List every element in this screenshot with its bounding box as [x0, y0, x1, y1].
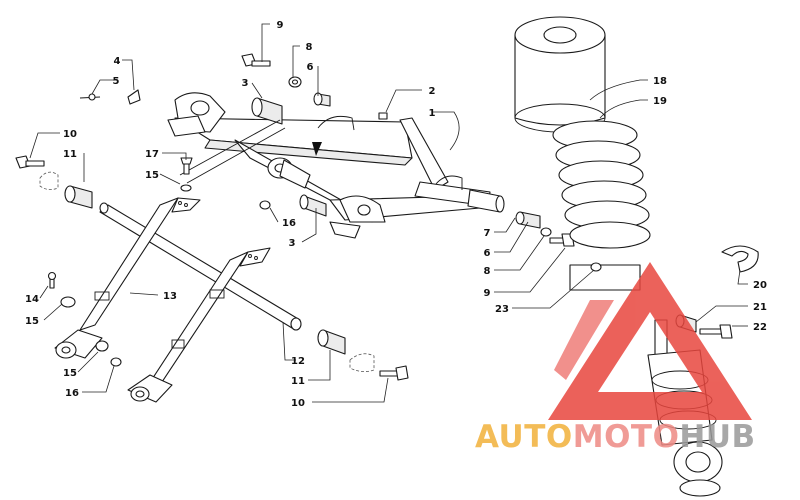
watermark-hub: HUB: [679, 419, 755, 455]
callout-3-lower: 3: [289, 238, 296, 249]
watermark-auto: AUTO: [475, 419, 573, 455]
callout-11-left: 11: [63, 149, 77, 160]
callout-16-lower: 16: [65, 388, 79, 399]
callout-labels: 9 8 6 4 5 3 2 1 10 11 17 15 16 3 7 6 8 9…: [25, 20, 767, 409]
callout-11-right: 11: [291, 376, 305, 387]
watermark-triangle-logo: [548, 262, 752, 420]
callout-1: 1: [429, 108, 436, 119]
callout-16-upper: 16: [282, 218, 296, 229]
callout-6-top: 6: [307, 62, 314, 73]
watermark-moto: MOTO: [573, 419, 680, 455]
callout-10-right: 10: [291, 398, 305, 409]
upper-hardware: [79, 53, 331, 107]
callout-21: 21: [753, 302, 767, 313]
automotohub-watermark: AUTOMOTOHUB: [475, 262, 756, 455]
callout-22: 22: [753, 322, 767, 333]
callout-3-top: 3: [242, 78, 249, 89]
watermark-triangle-inner: [554, 300, 614, 380]
callout-15-upper: 15: [145, 170, 159, 181]
callout-17: 17: [145, 149, 159, 160]
callout-9-mid: 9: [484, 288, 491, 299]
callout-5: 5: [113, 76, 120, 87]
right-end-hardware: [317, 329, 409, 381]
callout-8-top: 8: [306, 42, 313, 53]
left-hardware: [15, 155, 93, 209]
callout-10-left: 10: [63, 129, 77, 140]
callout-19: 19: [653, 96, 667, 107]
callout-6-mid: 6: [484, 248, 491, 259]
rear-arm-assembly: [47, 197, 302, 403]
leader-lines: [29, 23, 748, 403]
callout-7: 7: [484, 228, 491, 239]
callout-14: 14: [25, 294, 39, 305]
callout-8-mid: 8: [484, 266, 491, 277]
callout-9-top: 9: [277, 20, 284, 31]
front-arm-assembly: [167, 92, 505, 239]
callout-23: 23: [495, 304, 509, 315]
callout-18: 18: [653, 76, 667, 87]
callout-15-lower: 15: [63, 368, 77, 379]
callout-4: 4: [114, 56, 121, 67]
callout-20: 20: [753, 280, 767, 291]
callout-13: 13: [163, 291, 177, 302]
callout-12: 12: [291, 356, 305, 367]
svg-text:AUTOMOTOHUB: AUTOMOTOHUB: [475, 419, 756, 455]
callout-2: 2: [429, 86, 436, 97]
callout-15-left: 15: [25, 316, 39, 327]
